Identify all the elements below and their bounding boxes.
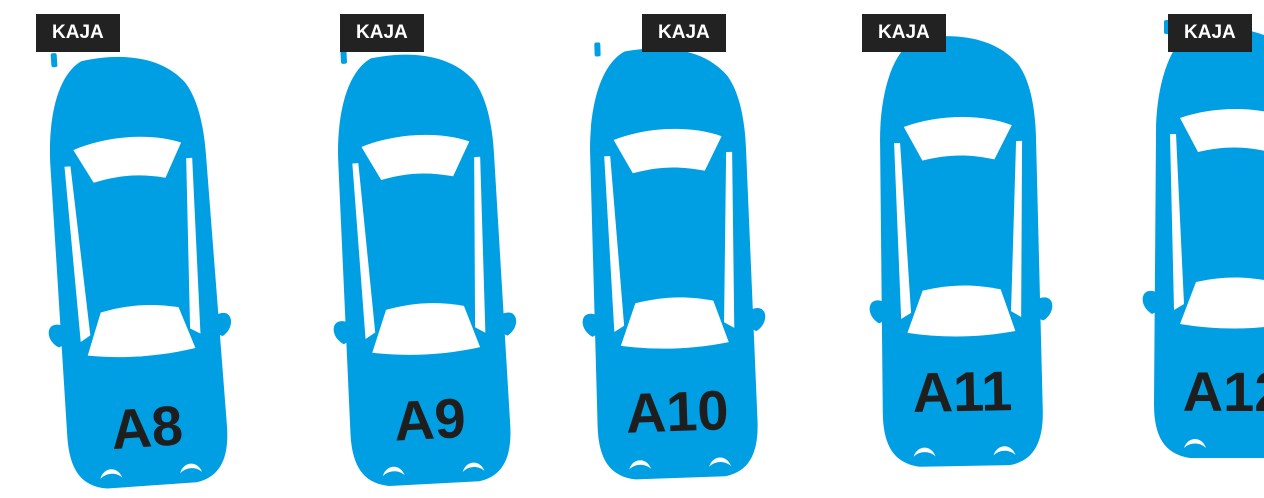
parking-spot-a10: A10 KAJA — [560, 0, 800, 496]
tenant-tag: KAJA — [862, 14, 946, 52]
spot-number: A12 — [1134, 364, 1264, 420]
spot-number: A11 — [862, 362, 1063, 421]
spot-number: A10 — [576, 380, 778, 443]
car: A12 — [1134, 24, 1264, 464]
parking-spot-a9: A9 KAJA — [300, 0, 540, 496]
car: A9 — [311, 45, 534, 495]
car: A10 — [564, 41, 779, 488]
car: A8 — [21, 46, 251, 498]
spot-number: A9 — [329, 387, 532, 453]
tenant-tag: KAJA — [36, 14, 120, 52]
parking-spot-a12: A12 KAJA — [1120, 0, 1264, 496]
parking-spot-a11: A11 KAJA — [850, 0, 1090, 496]
tenant-tag: KAJA — [1168, 14, 1252, 52]
tenant-tag: KAJA — [340, 14, 424, 52]
car: A11 — [856, 30, 1064, 473]
tenant-tag: KAJA — [642, 14, 726, 52]
